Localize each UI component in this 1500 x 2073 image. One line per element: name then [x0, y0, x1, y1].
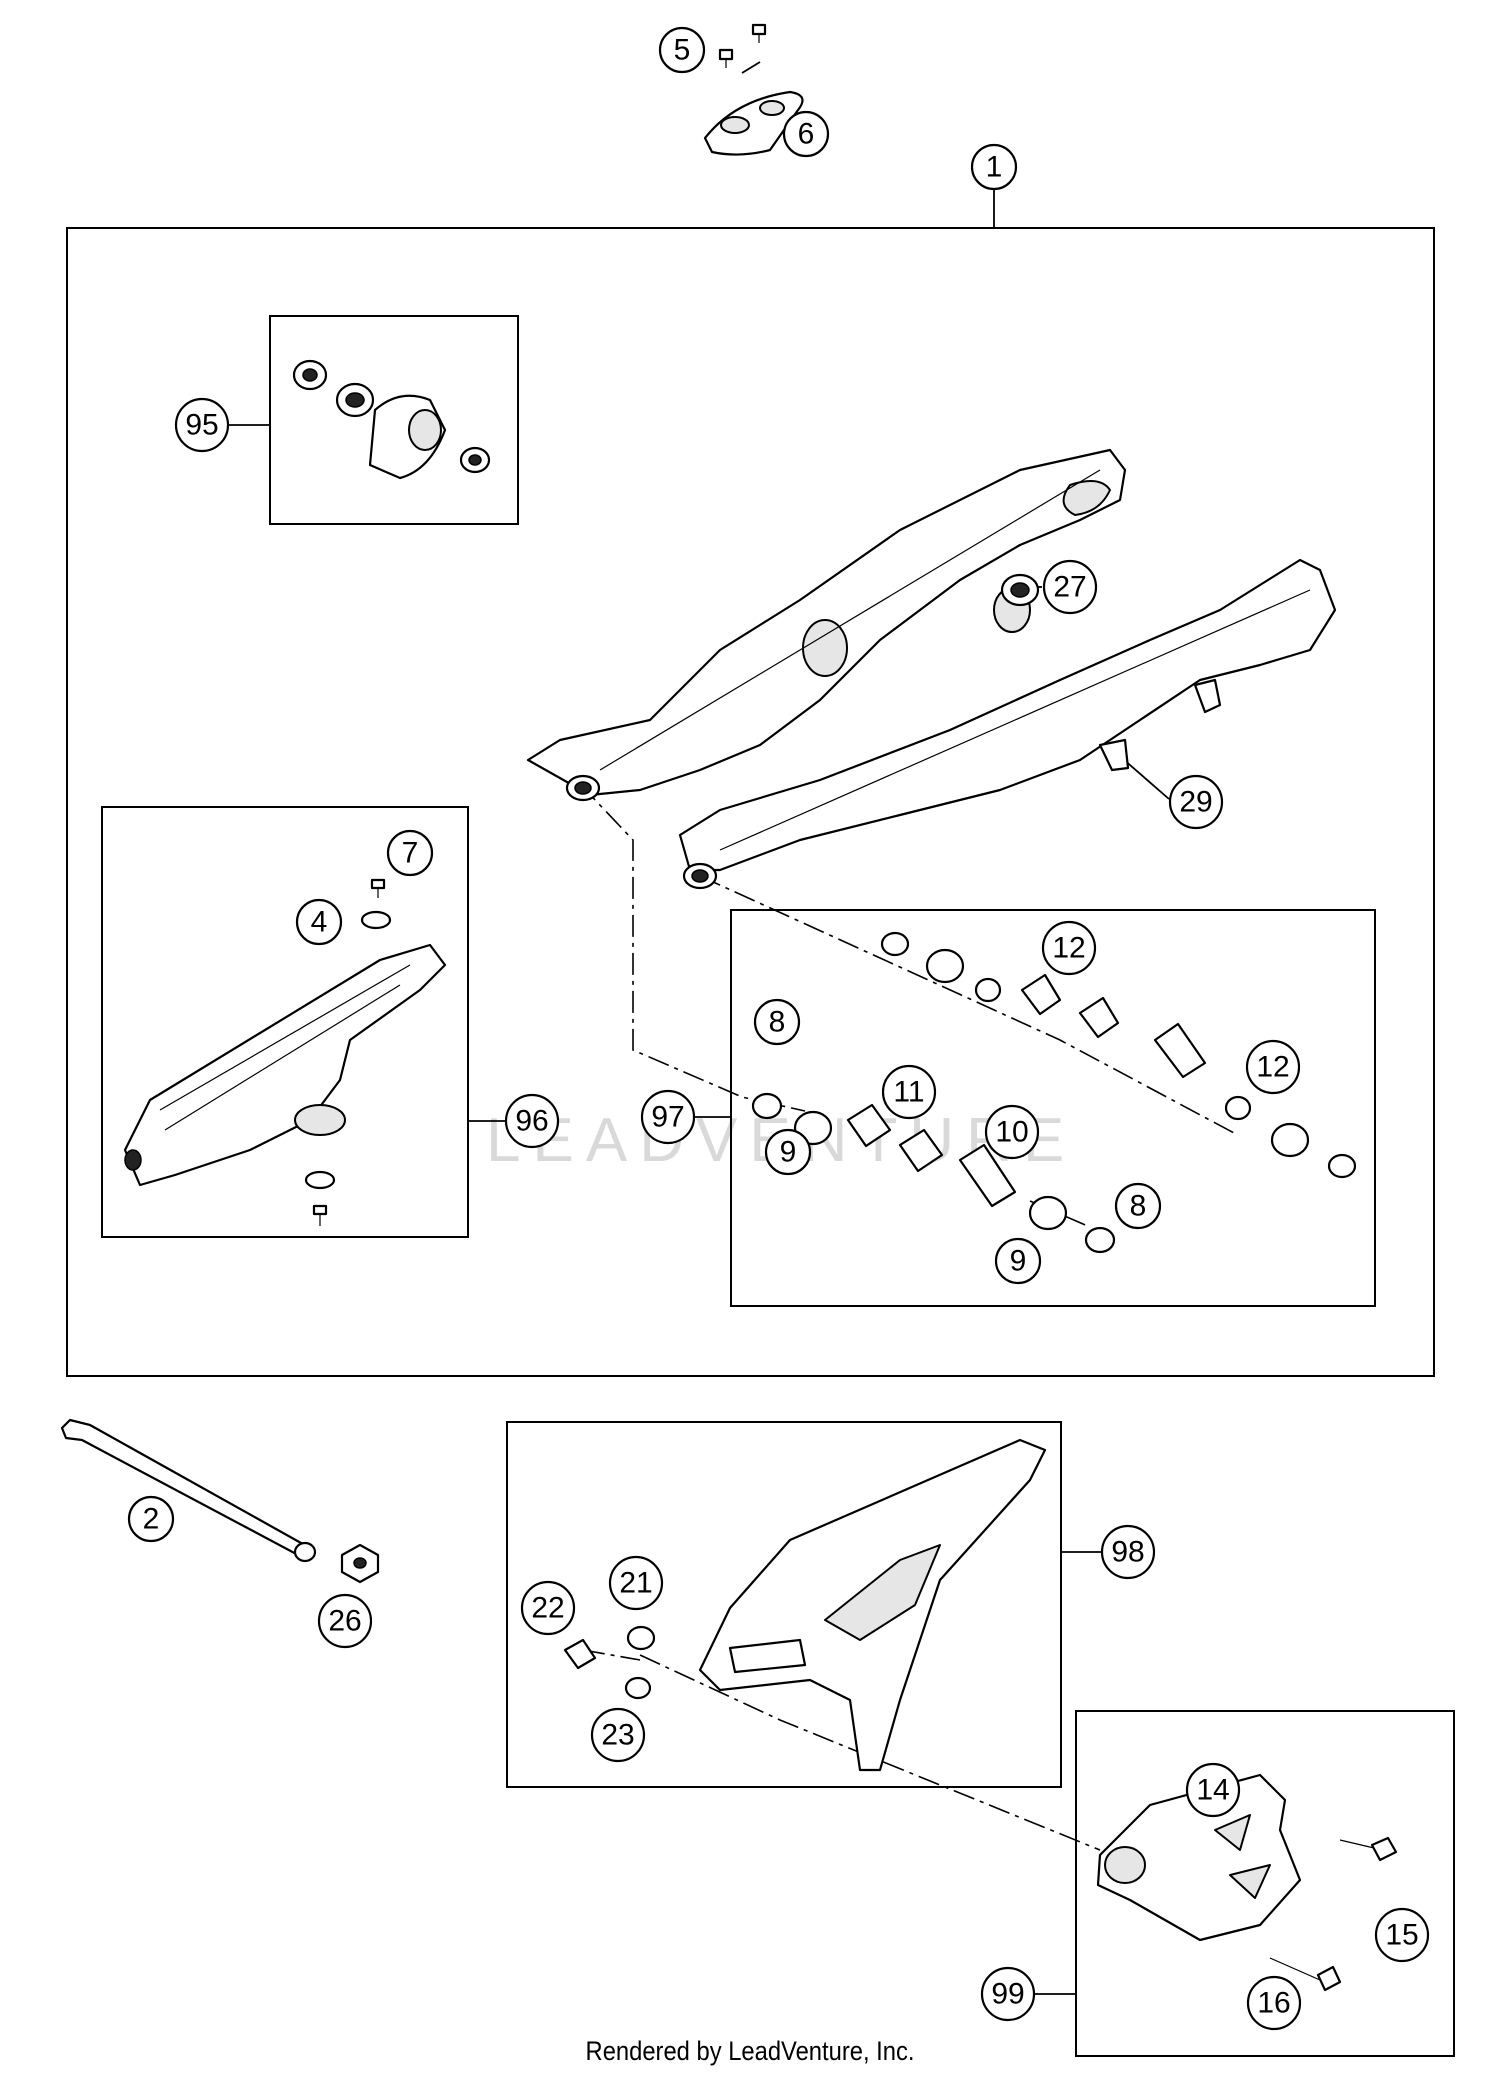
callout-8-bottom: 8 [1114, 1182, 1162, 1230]
callout-16: 16 [1246, 1975, 1302, 2031]
svg-text:29: 29 [1179, 786, 1212, 819]
svg-text:7: 7 [402, 837, 419, 870]
callout-12-top: 12 [1041, 920, 1097, 976]
callout-22: 22 [520, 1580, 576, 1636]
assembly-frame-95 [269, 315, 519, 525]
callout-96: 96 [504, 1093, 560, 1149]
assembly-frame-99 [1075, 1710, 1455, 2057]
callout-27: 27 [1042, 559, 1098, 615]
svg-text:22: 22 [531, 1592, 564, 1625]
svg-text:12: 12 [1052, 932, 1085, 965]
svg-text:8: 8 [1130, 1190, 1147, 1223]
callout-10: 10 [984, 1104, 1040, 1160]
svg-text:12: 12 [1256, 1051, 1289, 1084]
callout-99: 99 [980, 1966, 1036, 2022]
callout-95: 95 [174, 397, 230, 453]
callout-29: 29 [1168, 774, 1224, 830]
callout-4: 4 [295, 898, 343, 946]
svg-text:99: 99 [991, 1978, 1024, 2011]
svg-text:23: 23 [601, 1719, 634, 1752]
callout-9-top: 9 [764, 1128, 812, 1176]
callout-6: 6 [782, 110, 830, 158]
assembly-frame-98 [506, 1421, 1062, 1788]
svg-text:9: 9 [1010, 1245, 1027, 1278]
svg-text:8: 8 [769, 1006, 786, 1039]
callout-14: 14 [1185, 1762, 1241, 1818]
svg-text:97: 97 [651, 1101, 684, 1134]
svg-text:9: 9 [780, 1136, 797, 1169]
svg-text:2: 2 [143, 1503, 160, 1536]
callout-8-top: 8 [753, 998, 801, 1046]
callout-7: 7 [386, 829, 434, 877]
svg-text:15: 15 [1385, 1919, 1418, 1952]
callout-98: 98 [1100, 1524, 1156, 1580]
axle-nut-26 [340, 1543, 380, 1584]
svg-text:5: 5 [674, 34, 691, 67]
assembly-frame-97 [730, 909, 1376, 1307]
chain-guide-bracket-99 [1096, 1773, 1398, 1992]
chain-guide-98 [563, 1438, 1047, 1772]
svg-text:11: 11 [893, 1076, 924, 1109]
callout-1: 1 [970, 143, 1018, 191]
svg-text:21: 21 [619, 1567, 652, 1600]
callout-12-bottom: 12 [1245, 1039, 1301, 1095]
assembly-frame-96 [101, 806, 469, 1238]
bolt-part-5 [718, 23, 767, 68]
callout-26: 26 [317, 1593, 373, 1649]
svg-text:4: 4 [311, 906, 328, 939]
svg-text:26: 26 [328, 1605, 361, 1638]
svg-text:6: 6 [798, 118, 815, 151]
swingarm-main [526, 448, 1337, 890]
chain-slider-96 [123, 878, 447, 1226]
clamp-part-6 [703, 90, 804, 156]
svg-text:14: 14 [1196, 1774, 1229, 1807]
swingarm-axle-2 [60, 1418, 317, 1563]
callout-2: 2 [127, 1495, 175, 1543]
callout-15: 15 [1374, 1907, 1430, 1963]
callout-11: 11 [881, 1064, 937, 1120]
callout-23: 23 [590, 1707, 646, 1763]
callout-97: 97 [640, 1089, 696, 1145]
footer-credit: Rendered by LeadVenture, Inc. [585, 2036, 915, 2066]
leader-lines [228, 61, 1170, 1995]
bearing-set-97 [751, 931, 1357, 1254]
assembly-frame-swingarm [66, 227, 1435, 1377]
bushing-part-27 [1000, 573, 1040, 607]
svg-text:27: 27 [1053, 571, 1086, 604]
svg-text:16: 16 [1257, 1987, 1290, 2020]
callout-5: 5 [658, 26, 706, 74]
svg-text:98: 98 [1111, 1536, 1144, 1569]
svg-text:1: 1 [986, 151, 1003, 184]
svg-text:96: 96 [515, 1105, 548, 1138]
bearing-set-95 [292, 359, 491, 480]
callout-21: 21 [608, 1555, 664, 1611]
svg-text:95: 95 [185, 409, 218, 442]
callout-9-bottom: 9 [994, 1237, 1042, 1285]
svg-text:10: 10 [995, 1116, 1028, 1149]
